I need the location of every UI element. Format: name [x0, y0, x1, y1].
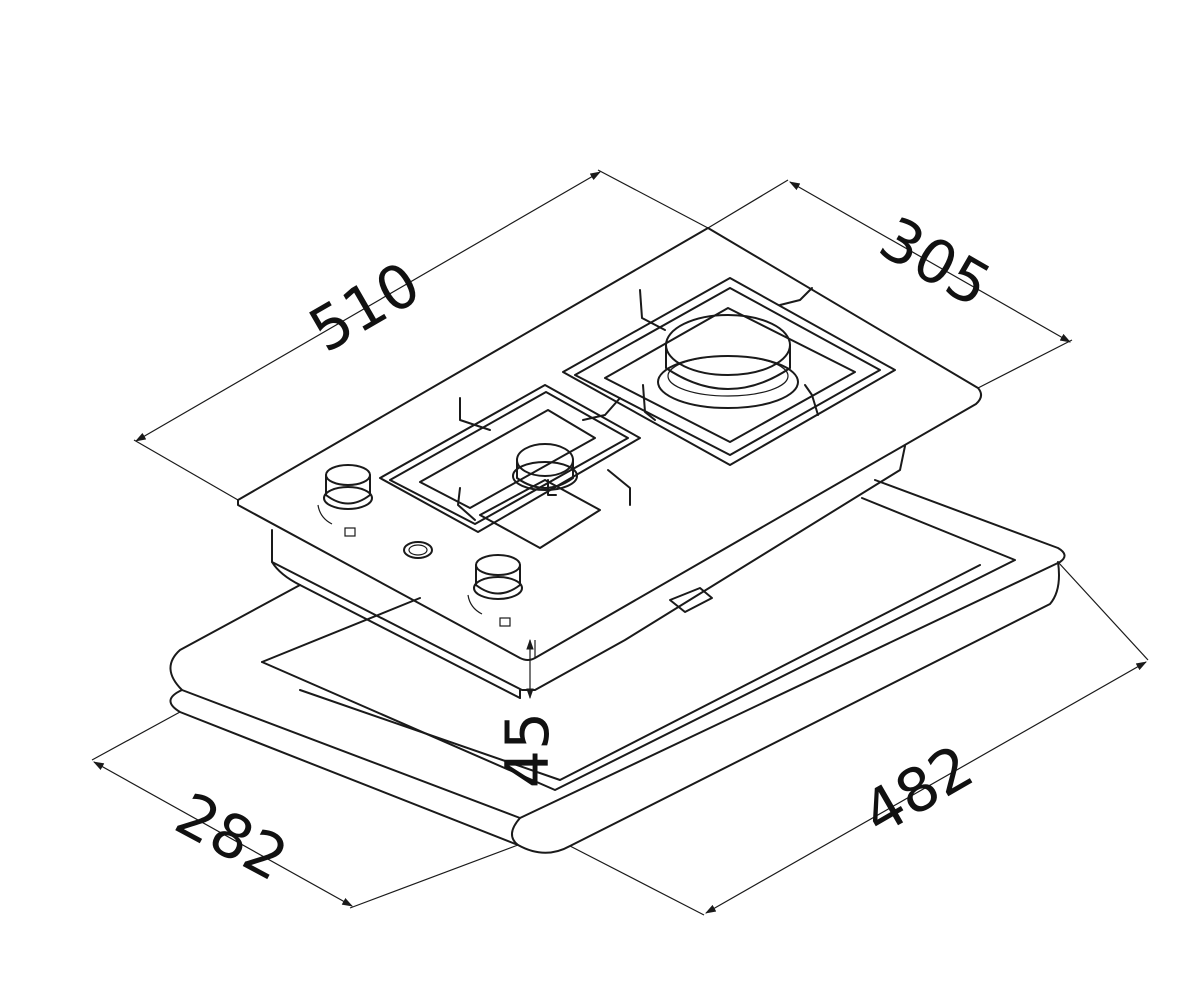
- cutout-depth-dimension-label: 282: [164, 780, 298, 896]
- large-burner: [657, 314, 799, 409]
- ignition-button: [403, 541, 433, 559]
- small-burner-trivet: [379, 384, 641, 549]
- width-dimension-label: 510: [298, 249, 432, 367]
- dimension-lines: [91, 169, 1149, 916]
- left-control-knob: [317, 464, 373, 537]
- small-burner: [512, 443, 578, 496]
- rating-label: [669, 587, 713, 613]
- cutout-width-dimension-label: 482: [851, 732, 985, 850]
- large-burner-trivet: [562, 277, 896, 466]
- depth-dimension-label: 305: [868, 204, 1002, 322]
- height-dimension-label: 45: [493, 712, 563, 788]
- right-control-knob: [467, 554, 523, 627]
- hob-top-plate: [237, 227, 982, 699]
